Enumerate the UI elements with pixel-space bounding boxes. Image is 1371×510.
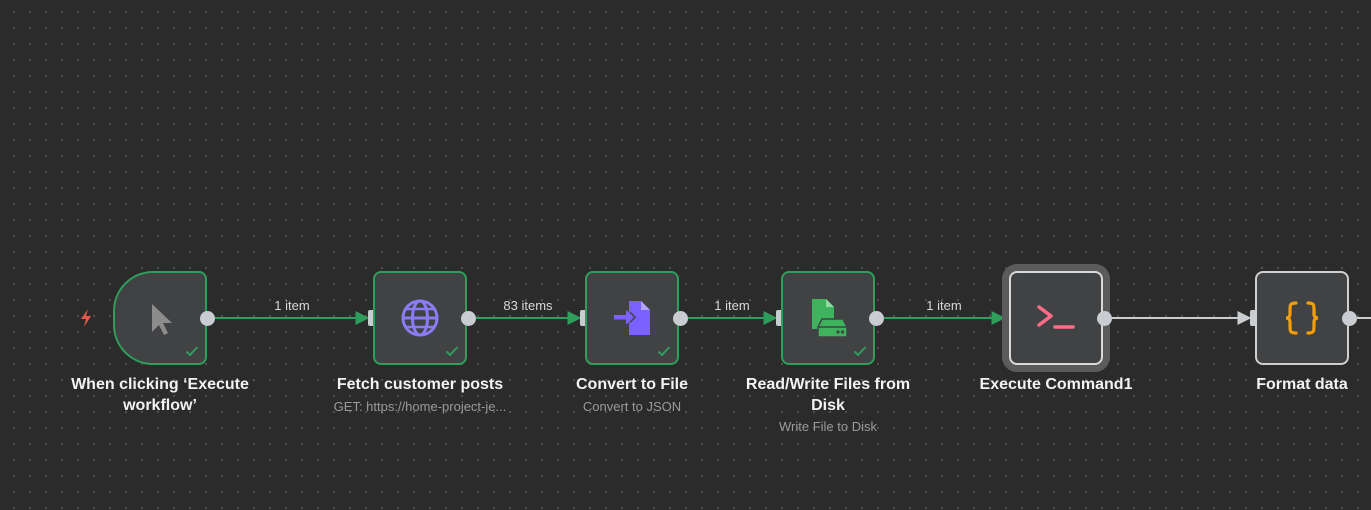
code-braces-icon (1285, 301, 1319, 335)
node-subtitle-fetch: GET: https://home-project-je... (333, 399, 507, 414)
output-handle-format[interactable] (1342, 311, 1357, 326)
success-check-icon (185, 346, 199, 357)
node-title-convert: Convert to File (575, 376, 688, 393)
success-check-icon (853, 346, 867, 357)
node-title-exec: Execute Command1 (979, 376, 1133, 393)
output-handle-fetch[interactable] (461, 311, 476, 326)
convert-file-icon (614, 301, 650, 335)
cursor-icon (152, 304, 172, 335)
edge-label-fetch-convert: 83 items (503, 298, 553, 313)
trigger-bolt-icon (81, 309, 91, 327)
edge-label-trigger-fetch: 1 item (274, 298, 310, 313)
output-handle-exec[interactable] (1097, 311, 1112, 326)
input-handle-fetch[interactable] (368, 310, 375, 326)
input-handle-exec[interactable] (1004, 310, 1011, 326)
edge-label-convert-readwrite: 1 item (714, 298, 750, 313)
node-title-readwrite: Read/Write Files from Disk (745, 376, 911, 414)
node-format-data[interactable] (1255, 271, 1349, 365)
success-check-icon (445, 346, 459, 357)
node-subtitle-readwrite: Write File to Disk (779, 419, 877, 434)
disk-file-icon (812, 299, 848, 338)
node-execute-command[interactable] (1009, 271, 1103, 365)
node-subtitle-convert: Convert to JSON (582, 399, 682, 414)
success-check-icon (657, 346, 671, 357)
edge-label-readwrite-exec: 1 item (926, 298, 962, 313)
input-handle-readwrite[interactable] (776, 310, 783, 326)
node-title-format: Format data (1256, 376, 1348, 393)
globe-icon (401, 299, 439, 337)
node-fetch-customer-posts[interactable] (373, 271, 467, 365)
input-handle-convert[interactable] (580, 310, 587, 326)
node-manual-trigger[interactable] (113, 271, 207, 365)
terminal-icon (1037, 305, 1075, 329)
output-handle-convert[interactable] (673, 311, 688, 326)
node-title-trigger: When clicking ‘Execute workflow’ (71, 376, 249, 414)
output-handle-trigger[interactable] (200, 311, 215, 326)
node-read-write-files[interactable] (781, 271, 875, 365)
node-convert-to-file[interactable] (585, 271, 679, 365)
node-title-fetch: Fetch customer posts (336, 376, 504, 393)
output-handle-readwrite[interactable] (869, 311, 884, 326)
input-handle-format[interactable] (1250, 310, 1257, 326)
